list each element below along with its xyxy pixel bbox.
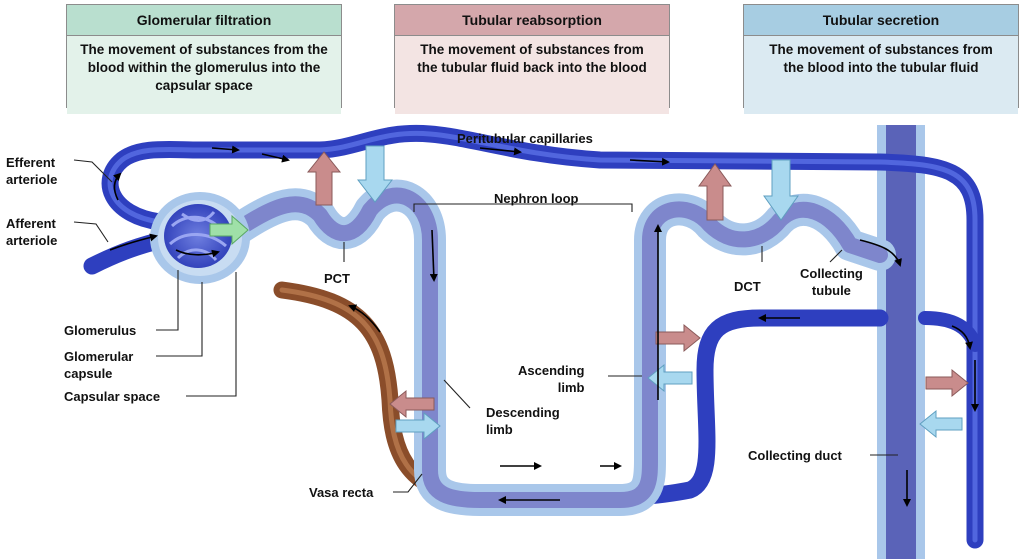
afferent-arteriole-label: Afferent arteriole: [6, 215, 57, 249]
dct-label: DCT: [734, 279, 761, 294]
collecting-tubule-label: Collecting tubule: [800, 265, 863, 299]
efferent-label-line1: Efferent: [6, 155, 56, 170]
collecting-tubule-line1: Collecting: [800, 266, 863, 281]
secretion-arrow-collecting-duct: [919, 409, 963, 439]
descending-limb-line2: limb: [486, 422, 513, 437]
secretion-arrow-ascending: [647, 363, 693, 393]
efferent-label-line2: arteriole: [6, 172, 58, 187]
nephron-loop-label: Nephron loop: [494, 191, 579, 206]
tubular-secretion-description: The movement of substances from the bloo…: [744, 36, 1018, 114]
tubular-secretion-title: Tubular secretion: [744, 5, 1018, 36]
tubular-reabsorption-title: Tubular reabsorption: [395, 5, 669, 36]
secretion-arrow-descending: [395, 411, 441, 441]
afferent-label-line1: Afferent: [6, 216, 56, 231]
collecting-duct-label: Collecting duct: [748, 448, 842, 463]
glomerular-filtration-box: Glomerular filtration The movement of su…: [66, 4, 342, 114]
reabsorption-arrow-collecting-duct: [925, 368, 969, 398]
reabsorption-arrow-descending: [389, 389, 435, 419]
vasa-recta-label: Vasa recta: [309, 485, 374, 500]
leader-lines: [73, 159, 898, 493]
efferent-arteriole-label: Efferent arteriole: [6, 154, 57, 188]
reabsorption-arrow-dct: [698, 163, 732, 221]
afferent-label-line2: arteriole: [6, 233, 58, 248]
secretion-arrow-pct: [356, 145, 394, 203]
tubular-reabsorption-description: The movement of substances from the tubu…: [395, 36, 669, 114]
glomerular-filtration-title: Glomerular filtration: [67, 5, 341, 36]
capsular-space-label: Capsular space: [64, 389, 161, 404]
nephron-tubule: [224, 179, 896, 516]
ascending-limb-line2: limb: [557, 380, 585, 395]
descending-limb-line1: Descending: [486, 405, 560, 420]
glomerular-capsule-line2: capsule: [64, 366, 113, 381]
reabsorption-arrow-ascending: [655, 323, 701, 353]
ascending-limb-line1: Ascending: [518, 363, 585, 378]
descending-limb-label: Descending limb: [486, 404, 560, 438]
glomerular-filtration-description: The movement of substances from the bloo…: [67, 36, 341, 114]
collecting-duct: [877, 125, 925, 559]
collecting-tubule-line2: tubule: [811, 283, 851, 298]
pct-label: PCT: [324, 271, 350, 286]
peritubular-capillary: [101, 124, 984, 549]
secretion-arrow-dct: [763, 159, 799, 221]
tubular-reabsorption-box: Tubular reabsorption The movement of sub…: [394, 4, 670, 114]
glomerular-capsule-line1: Glomerular: [64, 349, 134, 364]
tubular-secretion-box: Tubular secretion The movement of substa…: [743, 4, 1019, 114]
ascending-limb-label: Ascending limb: [518, 362, 584, 396]
flow-arrows: [109, 145, 979, 507]
glomerulus-label: Glomerulus: [64, 323, 137, 338]
filtration-arrow: [209, 214, 249, 246]
reabsorption-arrow-pct: [306, 151, 342, 206]
peritubular-capillaries-label: Peritubular capillaries: [457, 131, 593, 146]
glomerular-capsule-label: Glomerular capsule: [64, 348, 133, 382]
